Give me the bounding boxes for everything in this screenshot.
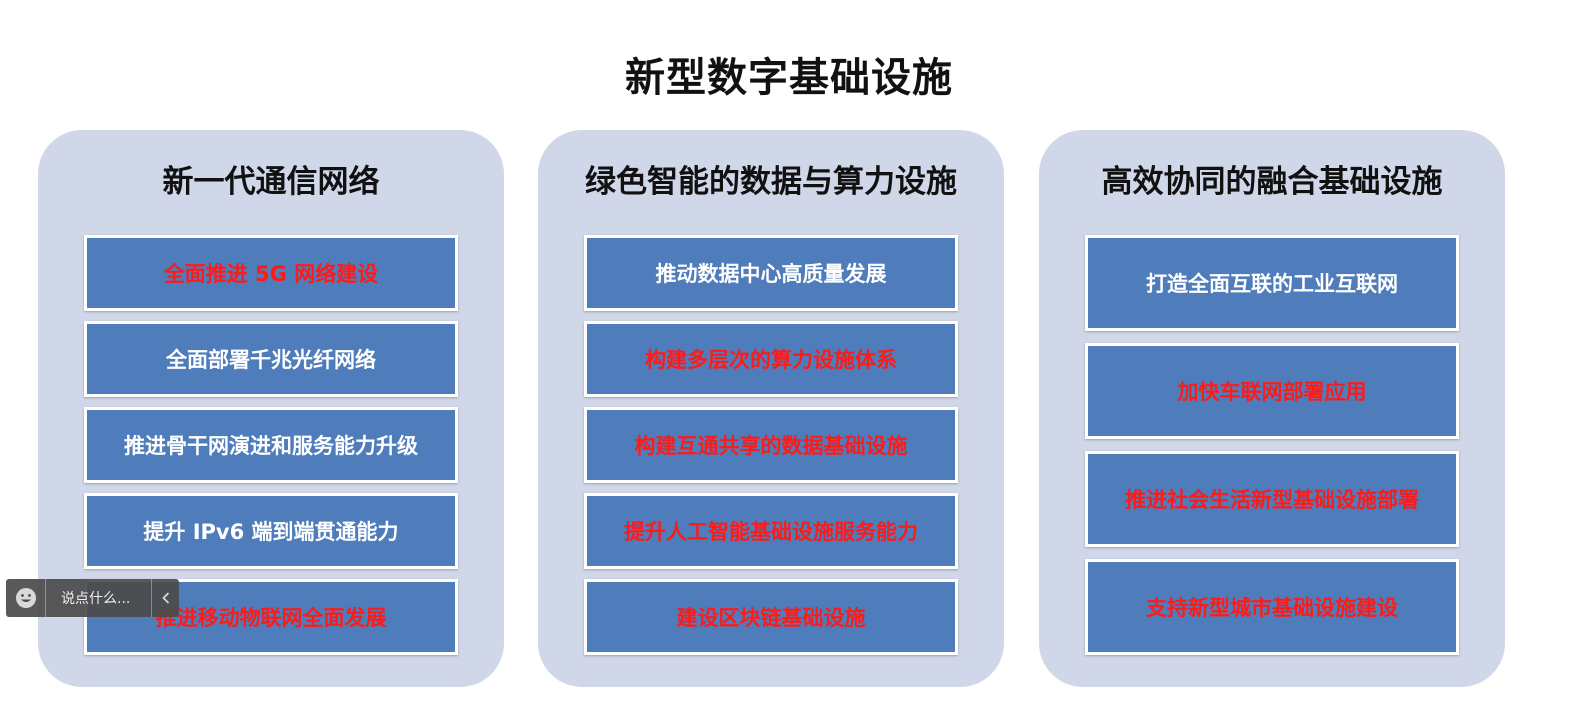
item-vehicle-network: 加快车联网部署应用 (1085, 343, 1459, 439)
item-ai-infrastructure: 提升人工智能基础设施服务能力 (584, 493, 958, 569)
item-5g-network: 全面推进 5G 网络建设 (84, 235, 458, 311)
item-blockchain: 建设区块链基础设施 (584, 579, 958, 655)
emoji-icon[interactable] (6, 579, 46, 617)
item-mobile-iot: 推进移动物联网全面发展 (84, 579, 458, 655)
column-communication-network: 新一代通信网络 全面推进 5G 网络建设 全面部署千兆光纤网络 推进骨干网演进和… (38, 130, 504, 687)
column-fusion-infrastructure: 高效协同的融合基础设施 打造全面互联的工业互联网 加快车联网部署应用 推进社会生… (1039, 130, 1505, 687)
comment-bar[interactable]: 说点什么... (6, 579, 179, 617)
item-gigabit-fiber: 全面部署千兆光纤网络 (84, 321, 458, 397)
column-data-computing: 绿色智能的数据与算力设施 推动数据中心高质量发展 构建多层次的算力设施体系 构建… (538, 130, 1004, 687)
column-heading: 绿色智能的数据与算力设施 (585, 164, 957, 200)
column-heading: 新一代通信网络 (162, 164, 380, 200)
item-urban-infrastructure: 支持新型城市基础设施建设 (1085, 559, 1459, 655)
page-title: 新型数字基础设施 (625, 55, 953, 101)
item-computing-system: 构建多层次的算力设施体系 (584, 321, 958, 397)
item-ipv6: 提升 IPv6 端到端贯通能力 (84, 493, 458, 569)
item-industrial-internet: 打造全面互联的工业互联网 (1085, 235, 1459, 331)
item-data-infrastructure: 构建互通共享的数据基础设施 (584, 407, 958, 483)
item-data-center: 推动数据中心高质量发展 (584, 235, 958, 311)
item-backbone-upgrade: 推进骨干网演进和服务能力升级 (84, 407, 458, 483)
chevron-left-icon[interactable] (151, 579, 179, 617)
column-heading: 高效协同的融合基础设施 (1101, 164, 1443, 200)
comment-input[interactable]: 说点什么... (61, 591, 131, 607)
item-social-life-infrastructure: 推进社会生活新型基础设施部署 (1085, 451, 1459, 547)
